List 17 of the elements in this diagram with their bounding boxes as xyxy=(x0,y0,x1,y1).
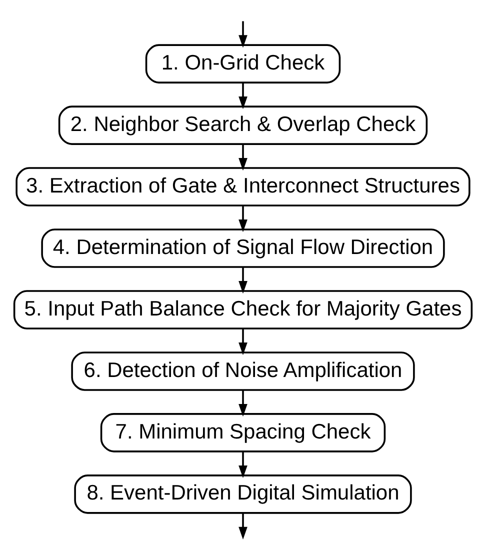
node-box: 4. Determination of Signal Flow Direction xyxy=(41,228,445,268)
node-box: 6. Detection of Noise Amplification xyxy=(71,352,415,391)
arrow xyxy=(238,512,248,540)
arrow xyxy=(238,329,248,356)
arrow xyxy=(238,144,248,171)
node-box: 3. Extraction of Gate & Interconnect Structures xyxy=(16,167,470,206)
arrow xyxy=(238,268,248,294)
arrow xyxy=(238,452,248,478)
arrow xyxy=(238,21,248,48)
arrow xyxy=(238,390,248,417)
arrow xyxy=(238,83,248,110)
node-box: 7. Minimum Spacing Check xyxy=(100,413,386,452)
node-box: 5. Input Path Balance Check for Majority Gates xyxy=(13,290,473,330)
node-box: 2. Neighbor Search & Overlap Check xyxy=(58,106,428,145)
arrow xyxy=(238,206,248,232)
node-box: 1. On-Grid Check xyxy=(145,44,341,84)
node-box: 8. Event-Driven Digital Simulation xyxy=(74,474,412,514)
